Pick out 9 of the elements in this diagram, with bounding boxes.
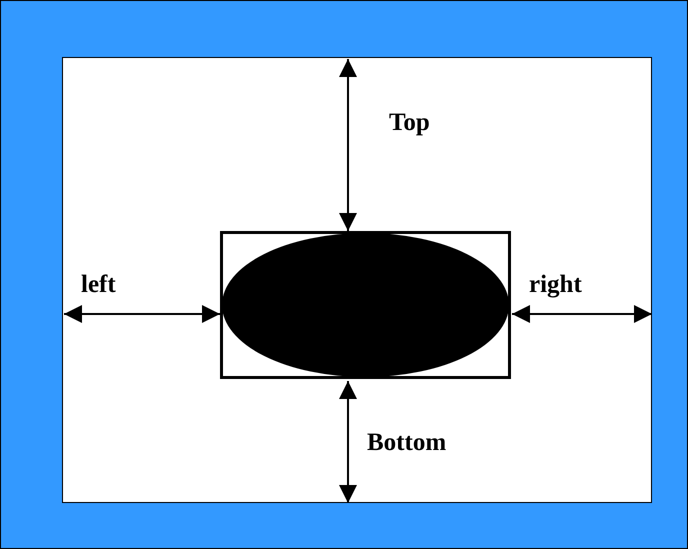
page-area (62, 57, 652, 503)
double-arrow (64, 305, 220, 323)
double-arrow (339, 59, 357, 231)
edge-label: right (529, 271, 582, 299)
edge-label: Bottom (367, 429, 446, 457)
double-arrow (512, 305, 652, 323)
edge-label: Top (389, 109, 430, 137)
double-arrow (339, 381, 357, 503)
edge-label: left (81, 271, 116, 299)
